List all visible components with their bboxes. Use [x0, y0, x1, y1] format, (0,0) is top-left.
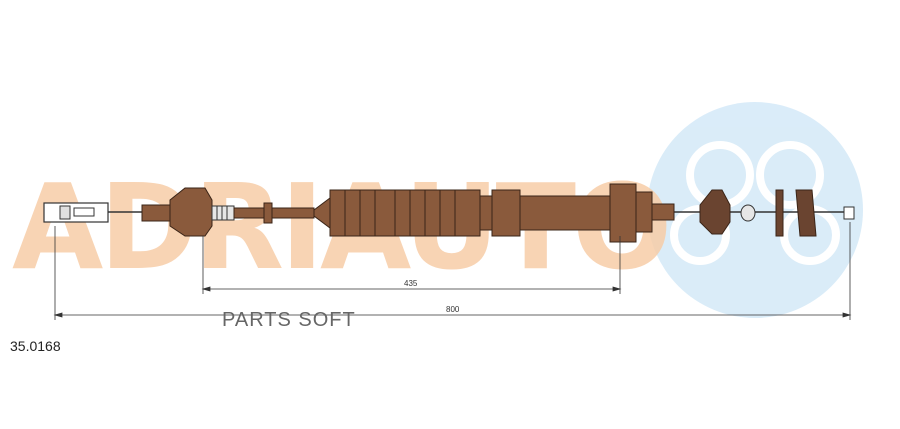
left-end-fitting — [43, 202, 109, 223]
outer-sheath-thin — [233, 207, 315, 219]
left-ferrule — [141, 204, 171, 222]
spring-sleeve — [211, 205, 235, 221]
dimension-inner-label: 435 — [404, 279, 418, 288]
part-number: 35.0168 — [10, 338, 61, 354]
right-bushings — [699, 189, 855, 237]
adjuster-flange — [609, 183, 675, 243]
dimension-line-inner — [201, 236, 622, 294]
rubber-bellows — [313, 189, 481, 237]
sheath-ring — [263, 202, 273, 224]
dimension-line-overall — [53, 222, 852, 320]
conical-holder — [169, 187, 213, 237]
outer-sheath-main — [479, 189, 611, 237]
watermark-text: PARTS SOFT — [222, 309, 356, 331]
dimension-overall-label: 800 — [446, 305, 460, 314]
